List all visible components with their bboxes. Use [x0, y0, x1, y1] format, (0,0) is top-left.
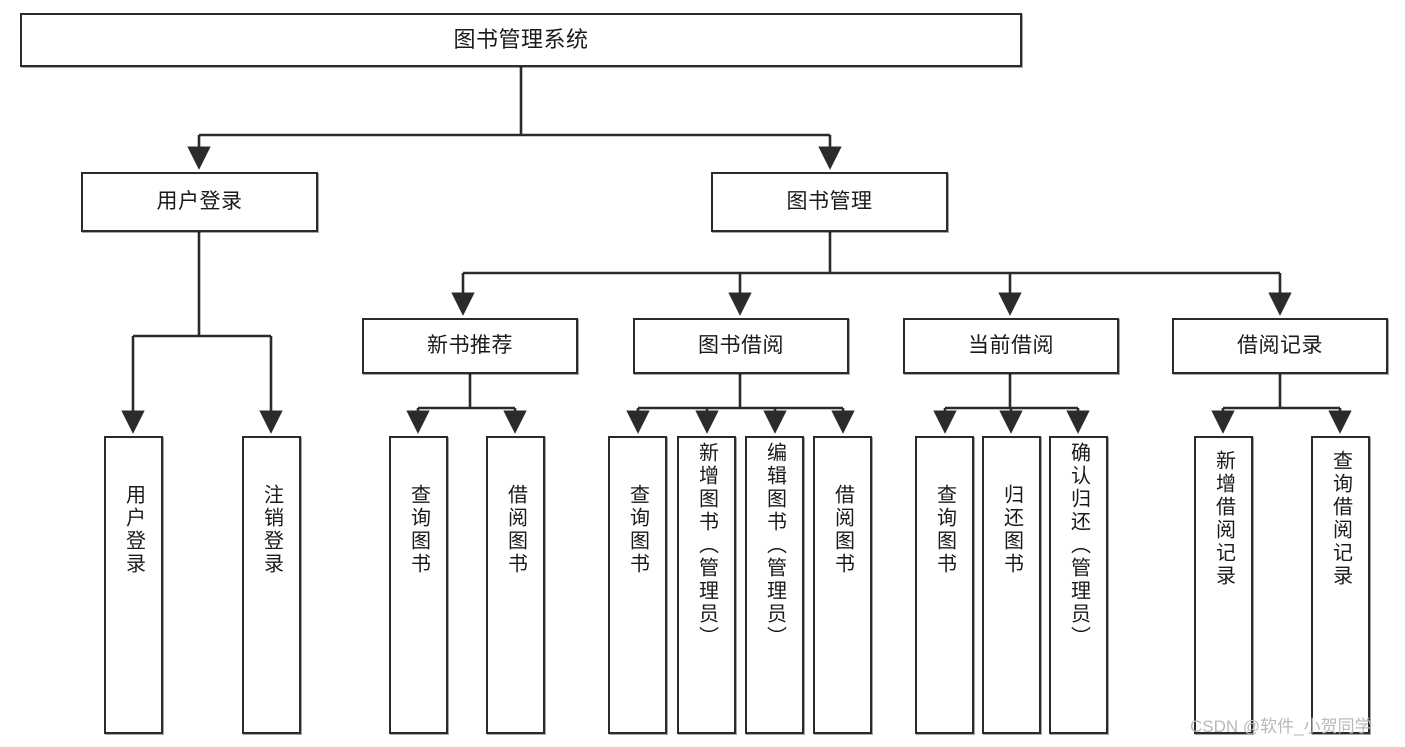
node-label: 借阅图书 — [504, 484, 527, 576]
node-new-book-recommend[interactable]: 新书推荐 — [362, 318, 578, 374]
node-user-login[interactable]: 用户登录 — [81, 172, 318, 232]
node-label: 借阅记录 — [1237, 334, 1323, 358]
node-leaf-borrow-book-1[interactable]: 借阅图书 — [486, 436, 545, 734]
watermark-csdn: CSDN @软件_小贺同学 — [1190, 717, 1372, 736]
node-label: 确认归还（管理员） — [1067, 442, 1090, 649]
node-leaf-query-book-3[interactable]: 查询图书 — [915, 436, 974, 734]
node-label: 用户登录 — [156, 190, 243, 214]
node-label: 归还图书 — [1000, 484, 1023, 576]
node-leaf-add-record[interactable]: 新增借阅记录 — [1194, 436, 1253, 734]
node-leaf-logout-login[interactable]: 注销登录 — [242, 436, 301, 734]
node-leaf-add-book[interactable]: 新增图书（管理员） — [677, 436, 736, 734]
node-label: 新增借阅记录 — [1212, 450, 1235, 588]
node-label: 注销登录 — [260, 484, 283, 576]
node-leaf-query-book-2[interactable]: 查询图书 — [608, 436, 667, 734]
node-current-borrow[interactable]: 当前借阅 — [903, 318, 1119, 374]
node-root-system[interactable]: 图书管理系统 — [20, 13, 1022, 67]
node-leaf-query-record[interactable]: 查询借阅记录 — [1311, 436, 1370, 734]
node-book-borrow[interactable]: 图书借阅 — [633, 318, 849, 374]
node-label: 借阅图书 — [831, 484, 854, 576]
node-label: 查询图书 — [407, 484, 430, 576]
node-label: 查询图书 — [626, 484, 649, 576]
node-leaf-edit-book[interactable]: 编辑图书（管理员） — [745, 436, 804, 734]
node-label: 用户登录 — [122, 484, 145, 576]
node-borrow-record[interactable]: 借阅记录 — [1172, 318, 1388, 374]
node-leaf-query-book-1[interactable]: 查询图书 — [389, 436, 448, 734]
node-label: 查询借阅记录 — [1329, 450, 1352, 588]
node-label: 当前借阅 — [968, 334, 1054, 358]
node-leaf-borrow-book-2[interactable]: 借阅图书 — [813, 436, 872, 734]
node-label: 图书借阅 — [698, 334, 784, 358]
node-label: 编辑图书（管理员） — [763, 442, 786, 649]
node-label: 图书管理系统 — [453, 26, 589, 52]
node-label: 查询图书 — [933, 484, 956, 576]
node-leaf-user-login[interactable]: 用户登录 — [104, 436, 163, 734]
node-leaf-return-book[interactable]: 归还图书 — [982, 436, 1041, 734]
node-label: 新书推荐 — [427, 334, 513, 358]
node-label: 图书管理 — [786, 190, 873, 214]
node-label: 新增图书（管理员） — [695, 442, 718, 649]
node-book-management[interactable]: 图书管理 — [711, 172, 948, 232]
node-leaf-confirm-return[interactable]: 确认归还（管理员） — [1049, 436, 1108, 734]
